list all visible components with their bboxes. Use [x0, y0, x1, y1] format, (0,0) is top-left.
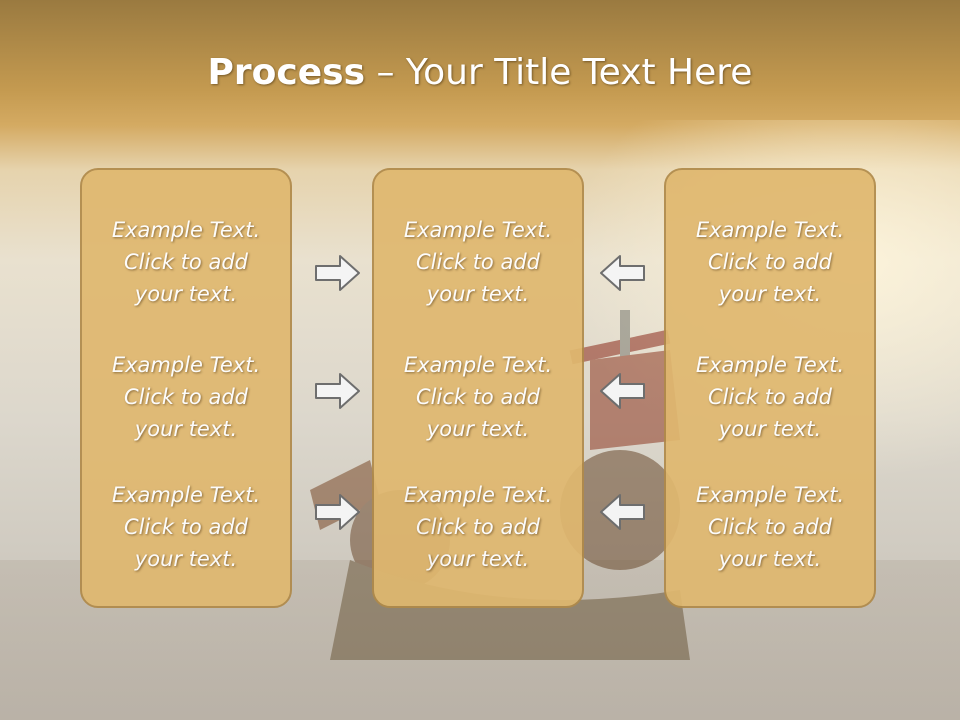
text-line: Click to add: [707, 515, 832, 539]
title-rest: – Your Title Text Here: [365, 52, 753, 93]
arrow-left-icon: [600, 494, 645, 530]
text-line: Example Text.: [695, 483, 845, 507]
text-line: Example Text.: [695, 218, 845, 242]
arrow-left-icon: [600, 373, 645, 409]
text-block[interactable]: Example Text. Click to add your text.: [374, 214, 582, 310]
text-line: Click to add: [707, 385, 832, 409]
text-line: your text.: [718, 417, 822, 441]
text-line: Click to add: [415, 385, 540, 409]
text-line: Example Text.: [403, 353, 553, 377]
arrow-right-icon: [315, 373, 360, 409]
text-line: your text.: [718, 282, 822, 306]
arrow-right-icon: [315, 494, 360, 530]
text-line: your text.: [134, 417, 238, 441]
text-line: Click to add: [123, 515, 248, 539]
slide-title[interactable]: Process – Your Title Text Here: [0, 52, 960, 93]
text-line: your text.: [426, 417, 530, 441]
text-block[interactable]: Example Text. Click to add your text.: [82, 479, 290, 575]
process-panel-right[interactable]: Example Text. Click to add your text. Ex…: [664, 168, 876, 608]
text-line: Example Text.: [403, 483, 553, 507]
text-block[interactable]: Example Text. Click to add your text.: [82, 349, 290, 445]
text-line: Example Text.: [111, 483, 261, 507]
text-line: your text.: [426, 547, 530, 571]
text-line: Click to add: [707, 250, 832, 274]
text-block[interactable]: Example Text. Click to add your text.: [374, 349, 582, 445]
arrow-left-icon: [600, 255, 645, 291]
text-block[interactable]: Example Text. Click to add your text.: [374, 479, 582, 575]
arrow-right-icon: [315, 255, 360, 291]
text-line: Click to add: [123, 250, 248, 274]
text-line: Example Text.: [111, 218, 261, 242]
process-panel-left[interactable]: Example Text. Click to add your text. Ex…: [80, 168, 292, 608]
text-block[interactable]: Example Text. Click to add your text.: [666, 349, 874, 445]
process-panel-center[interactable]: Example Text. Click to add your text. Ex…: [372, 168, 584, 608]
text-line: your text.: [134, 547, 238, 571]
text-line: your text.: [426, 282, 530, 306]
title-bold: Process: [207, 52, 366, 93]
text-block[interactable]: Example Text. Click to add your text.: [666, 479, 874, 575]
text-line: Click to add: [123, 385, 248, 409]
text-line: your text.: [134, 282, 238, 306]
text-line: Example Text.: [695, 353, 845, 377]
text-line: Click to add: [415, 250, 540, 274]
text-line: Example Text.: [111, 353, 261, 377]
text-line: Click to add: [415, 515, 540, 539]
text-block[interactable]: Example Text. Click to add your text.: [666, 214, 874, 310]
text-line: Example Text.: [403, 218, 553, 242]
text-block[interactable]: Example Text. Click to add your text.: [82, 214, 290, 310]
text-line: your text.: [718, 547, 822, 571]
